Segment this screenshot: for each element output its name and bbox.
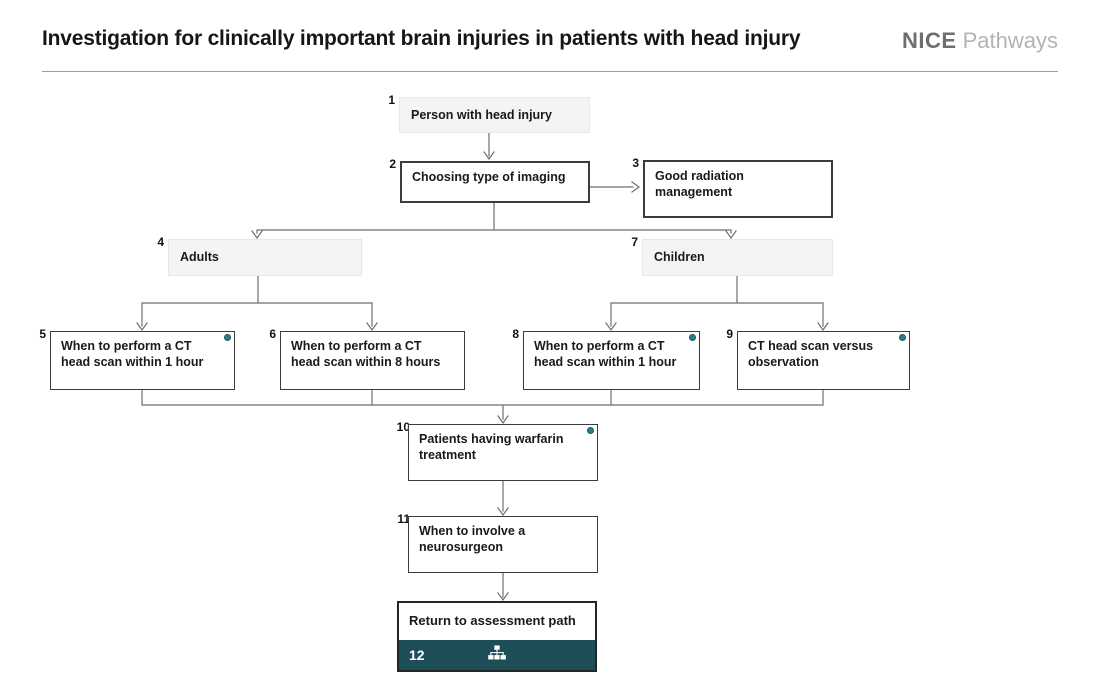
node-label: CT head scan versus observation [748,339,874,370]
node-number: 2 [389,157,396,171]
node-label: Person with head injury [411,107,552,122]
header-divider [42,71,1058,72]
node-number: 7 [631,235,638,249]
node-person-with-head-injury[interactable]: Person with head injury [399,97,590,133]
node-number: 12 [409,646,425,663]
sitemap-icon [488,645,506,660]
node-children[interactable]: Children [642,239,833,276]
node-choosing-type-of-imaging[interactable]: Choosing type of imaging [400,161,590,203]
node-patients-having-warfarin-treatment[interactable]: Patients having warfarin treatment [408,424,598,481]
node-number: 8 [512,327,519,341]
node-label: When to perform a CT head scan within 1 … [61,339,204,370]
node-label: Return to assessment path [409,613,576,629]
return-node-footer: 12 [399,640,595,670]
node-return-to-assessment-path[interactable]: Return to assessment path 12 [397,601,597,672]
node-number: 10 [396,420,410,434]
node-number: 11 [397,512,410,526]
node-number: 1 [388,93,395,107]
node-number: 5 [39,327,46,341]
brand-nice: NICE [902,28,957,53]
node-label: Choosing type of imaging [412,170,566,184]
node-label: Good radiation management [655,169,744,200]
node-ct-head-scan-within-1-hour-children[interactable]: When to perform a CT head scan within 1 … [523,331,700,390]
node-label: Children [654,250,705,265]
node-adults[interactable]: Adults [168,239,362,276]
info-dot-icon [899,334,906,341]
node-label: Patients having warfarin treatment [419,432,564,463]
node-good-radiation-management[interactable]: Good radiation management [643,160,833,218]
node-number: 4 [157,235,164,249]
node-number: 6 [269,327,276,341]
node-label: Adults [180,250,219,265]
info-dot-icon [587,427,594,434]
node-number: 9 [726,327,733,341]
node-when-to-involve-a-neurosurgeon[interactable]: When to involve a neurosurgeon [408,516,598,573]
page-title: Investigation for clinically important b… [42,27,801,50]
node-ct-head-scan-within-8-hours[interactable]: When to perform a CT head scan within 8 … [280,331,465,390]
node-ct-head-scan-within-1-hour-adults[interactable]: When to perform a CT head scan within 1 … [50,331,235,390]
node-label: When to perform a CT head scan within 8 … [291,339,441,370]
brand-pathways: Pathways [962,28,1058,53]
node-ct-head-scan-versus-observation[interactable]: CT head scan versus observation [737,331,910,390]
info-dot-icon [224,334,231,341]
sitemap-icon-wrap [488,645,506,664]
info-dot-icon [689,334,696,341]
node-label: When to perform a CT head scan within 1 … [534,339,677,370]
node-number: 3 [632,156,639,170]
node-label: When to involve a neurosurgeon [419,524,526,555]
